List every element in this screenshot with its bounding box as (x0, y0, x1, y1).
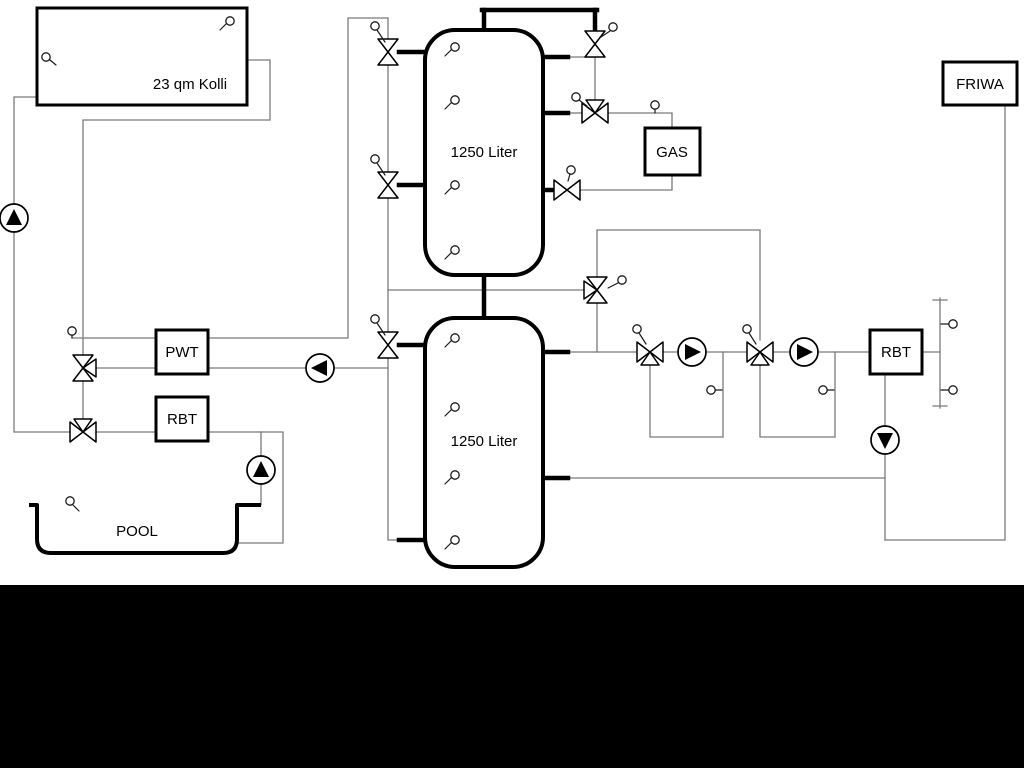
tank-top-body (423, 28, 545, 277)
pump-rbt-return-icon (870, 425, 900, 455)
tank-sensor-icon (450, 402, 460, 412)
temperature-sensor-icon (65, 496, 75, 506)
tank-sensor-icon (450, 470, 460, 480)
temperature-sensor-icon (41, 52, 51, 62)
temperature-sensor-icon (67, 326, 77, 336)
valve-gas-return-icon (553, 179, 581, 201)
tank-sensor-icon (450, 535, 460, 545)
actuator-icon (632, 324, 642, 334)
tank-bottom-label: 1250 Liter (451, 433, 518, 450)
letterbox (0, 585, 1024, 768)
pump-tank-charge-icon (305, 353, 335, 383)
rbt-left-unit: RBT (154, 395, 210, 443)
buffer-tank-bottom: 1250 Liter (423, 316, 545, 569)
collector-box (35, 6, 249, 107)
actuator-icon (608, 22, 618, 32)
gas-boiler: GAS (643, 126, 702, 177)
gas-label: GAS (656, 144, 688, 161)
tank-sensor-icon (450, 180, 460, 190)
valve-tank1-lower-icon (377, 171, 399, 199)
solar-collector: 23 qm Kolli (35, 6, 249, 107)
pipe-network (13, 17, 1006, 544)
rbt-left-label: RBT (167, 411, 197, 428)
valve-tank1-upper-icon (377, 38, 399, 66)
friwa-label: FRIWA (956, 76, 1004, 93)
pwt-label: PWT (165, 344, 198, 361)
hydraulic-schematic: 23 qm Kolli 1250 Liter 1250 Liter PWT RB… (0, 6, 1019, 569)
rbt-left-box (154, 395, 210, 443)
rbt-right-label: RBT (881, 344, 911, 361)
tank-top-label: 1250 Liter (451, 144, 518, 161)
mixing-valve-circuit-1-icon (636, 341, 664, 366)
valve-tank2-upper-icon (377, 331, 399, 359)
rbt-right-unit: RBT (868, 328, 924, 376)
gas-box (643, 126, 702, 177)
rbt-right-box (868, 328, 924, 376)
three-way-valve-pool-icon (69, 418, 97, 443)
pump-pool-icon (246, 455, 276, 485)
actuator-icon (370, 314, 380, 324)
temperature-sensor-icon (225, 16, 235, 26)
three-way-valve-pwt-icon (72, 354, 97, 382)
pump-heating-circuit-2-icon (789, 337, 819, 367)
actuator-icon (370, 154, 380, 164)
temperature-sensor-icon (948, 319, 958, 329)
pump-solar-icon (0, 203, 29, 233)
actuator-icon (566, 165, 576, 175)
temperature-sensor-icon (706, 385, 716, 395)
pwt-unit: PWT (154, 328, 210, 376)
actuator-icon (370, 21, 380, 31)
tank-sensor-icon (450, 245, 460, 255)
pumps (0, 203, 900, 485)
buffer-tank-top: 1250 Liter (423, 28, 545, 277)
friwa-box (941, 60, 1019, 107)
collector-label: 23 qm Kolli (153, 76, 227, 93)
three-way-valve-gas-icon (581, 99, 609, 124)
mixing-valve-circuit-2-icon (746, 341, 774, 366)
pump-heating-circuit-1-icon (677, 337, 707, 367)
valve-main-top-icon (584, 30, 606, 58)
actuators-and-sensors (67, 21, 958, 395)
tank-sensor-icon (450, 95, 460, 105)
three-way-valve-distribution-icon (583, 276, 608, 304)
tank-bottom-body (423, 316, 545, 569)
tank-sensor-icon (450, 333, 460, 343)
temperature-sensor-icon (650, 100, 660, 110)
pool-basin: POOL (29, 496, 261, 555)
tank-sensor-icon (450, 42, 460, 52)
temperature-sensor-icon (948, 385, 958, 395)
pwt-box (154, 328, 210, 376)
temperature-sensor-icon (818, 385, 828, 395)
actuator-icon (742, 324, 752, 334)
actuator-icon (617, 275, 627, 285)
friwa-station: FRIWA (941, 60, 1019, 107)
pool-label: POOL (116, 523, 158, 540)
